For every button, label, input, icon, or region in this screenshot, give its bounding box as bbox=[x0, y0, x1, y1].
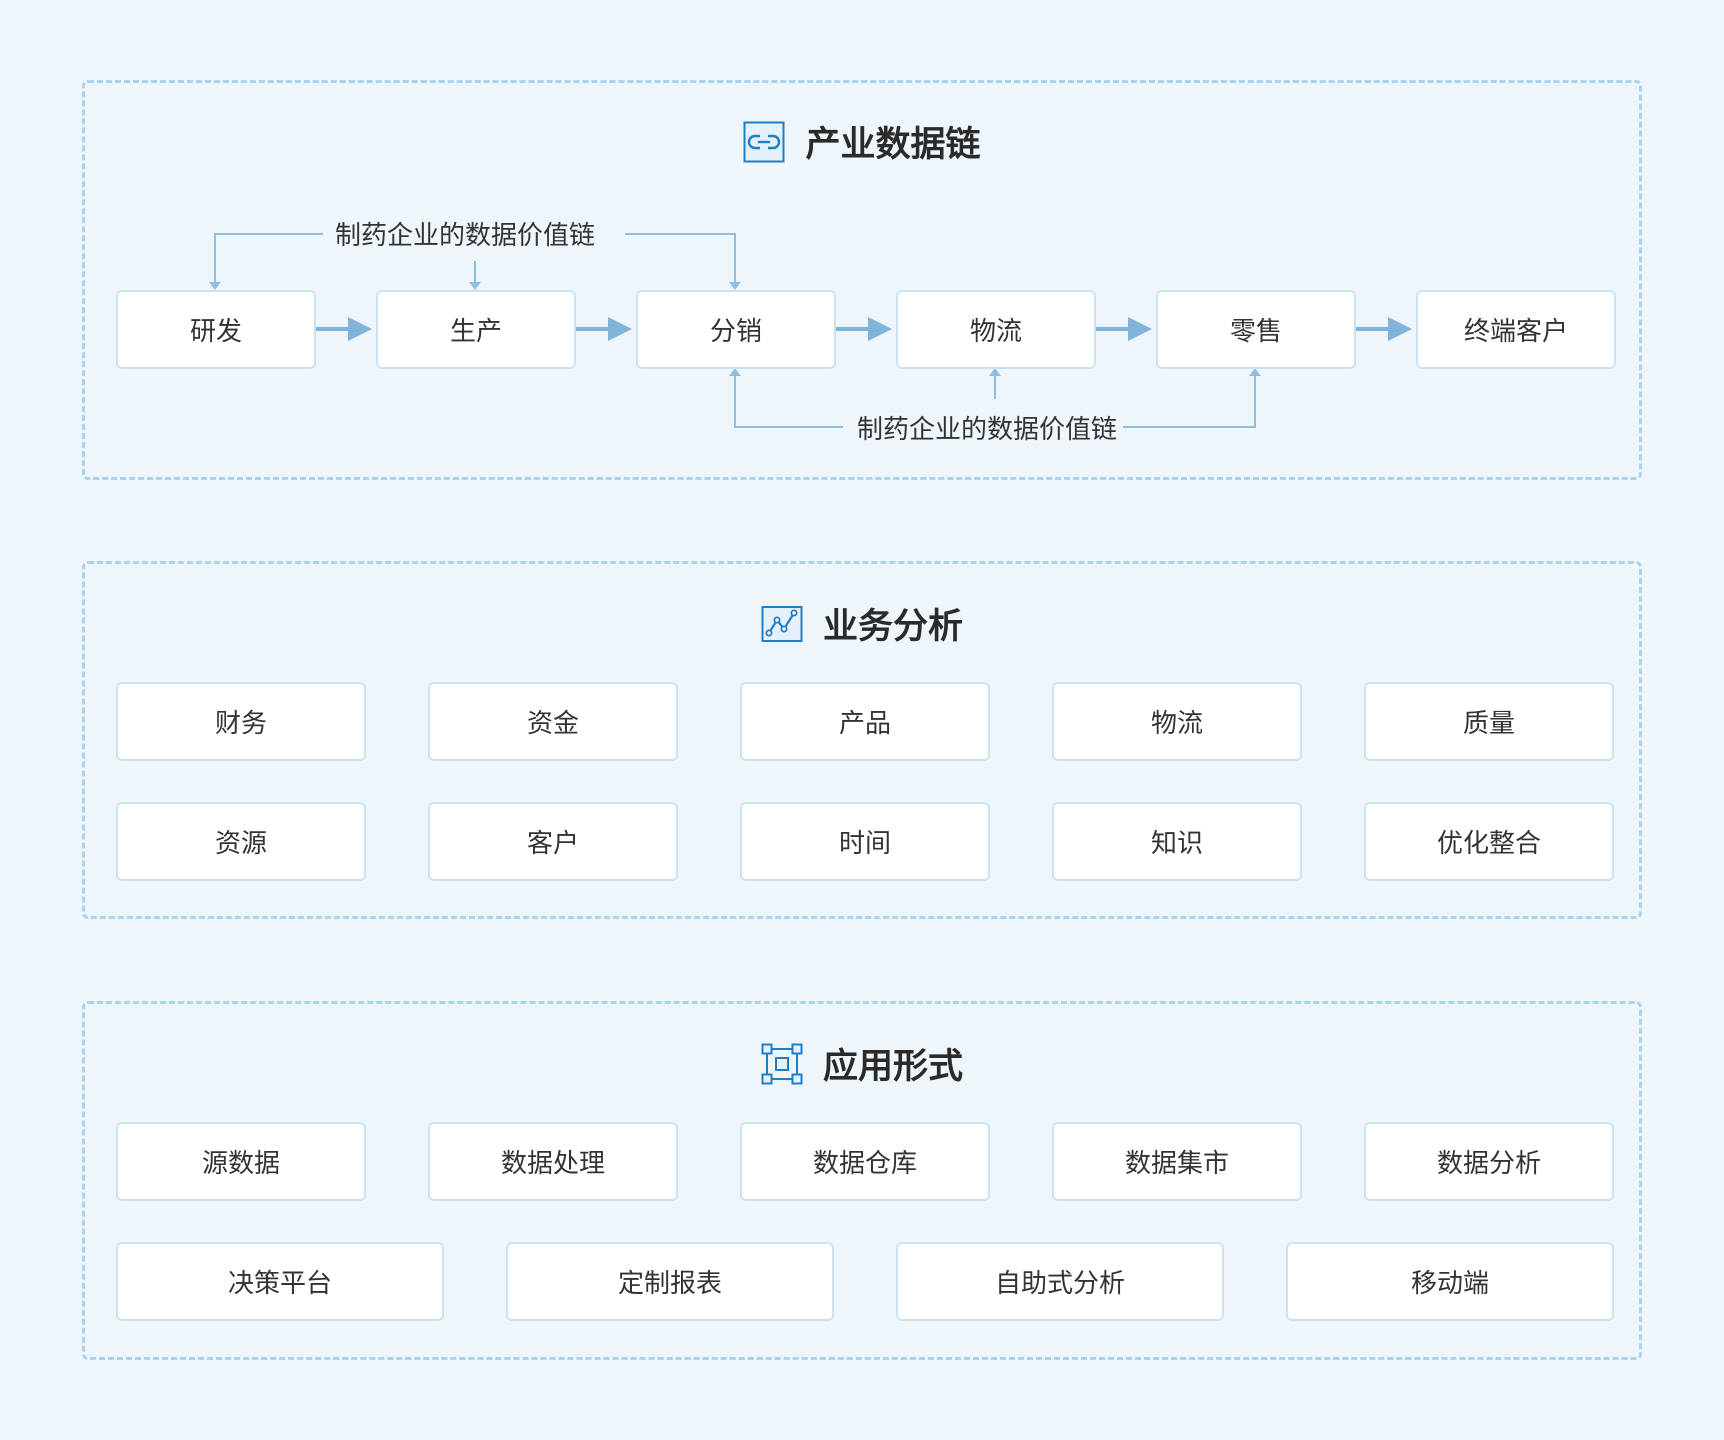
analysis-item: 质量 bbox=[1364, 682, 1614, 761]
chain-connectors bbox=[209, 233, 1412, 428]
analysis-item: 优化整合 bbox=[1364, 802, 1614, 881]
chain-node: 物流 bbox=[896, 290, 1096, 369]
line-chart-icon bbox=[761, 605, 803, 642]
section-header: 应用形式 bbox=[85, 1038, 1639, 1089]
section-header: 产业数据链 bbox=[85, 116, 1639, 167]
bottom-bracket-left bbox=[734, 375, 843, 428]
top-bracket-left bbox=[214, 233, 323, 284]
chain-node: 零售 bbox=[1156, 290, 1356, 369]
application-item: 自助式分析 bbox=[896, 1242, 1224, 1321]
analysis-item: 物流 bbox=[1052, 682, 1302, 761]
chain-node: 生产 bbox=[376, 290, 576, 369]
application-item: 数据分析 bbox=[1364, 1122, 1614, 1201]
application-item: 数据仓库 bbox=[740, 1122, 990, 1201]
chain-bottom-label: 制药企业的数据价值链 bbox=[851, 409, 1124, 446]
application-item: 定制报表 bbox=[506, 1242, 834, 1321]
analysis-item: 资金 bbox=[428, 682, 678, 761]
chain-top-label: 制药企业的数据价值链 bbox=[329, 215, 602, 252]
application-item: 数据集市 bbox=[1052, 1122, 1302, 1201]
chain-node: 分销 bbox=[636, 290, 836, 369]
analysis-item: 知识 bbox=[1052, 802, 1302, 881]
section-title: 应用形式 bbox=[822, 1047, 963, 1087]
chain-node: 终端客户 bbox=[1416, 290, 1616, 369]
chain-node: 研发 bbox=[116, 290, 316, 369]
analysis-item: 时间 bbox=[740, 802, 990, 881]
analysis-item: 产品 bbox=[740, 682, 990, 761]
bottom-bracket-right bbox=[1117, 375, 1256, 428]
analysis-item: 客户 bbox=[428, 802, 678, 881]
section-header: 业务分析 bbox=[85, 598, 1639, 649]
business-analysis-section: 业务分析 财务资金产品物流质量资源客户时间知识优化整合 bbox=[82, 561, 1642, 919]
application-item: 源数据 bbox=[116, 1122, 366, 1201]
industry-data-chain-section: 产业数据链 bbox=[82, 80, 1642, 480]
frame-icon bbox=[761, 1043, 803, 1084]
top-bracket-right bbox=[625, 233, 736, 284]
section-title: 业务分析 bbox=[822, 607, 963, 647]
application-item: 决策平台 bbox=[116, 1242, 444, 1321]
section-title: 产业数据链 bbox=[805, 125, 981, 165]
link-icon bbox=[743, 121, 785, 162]
analysis-item: 财务 bbox=[116, 682, 366, 761]
application-item: 数据处理 bbox=[428, 1122, 678, 1201]
application-item: 移动端 bbox=[1286, 1242, 1614, 1321]
application-form-section: 应用形式 源数据数据处理数据仓库数据集市数据分析决策平台定制报表自助式分析移动端 bbox=[82, 1001, 1642, 1360]
analysis-item: 资源 bbox=[116, 802, 366, 881]
